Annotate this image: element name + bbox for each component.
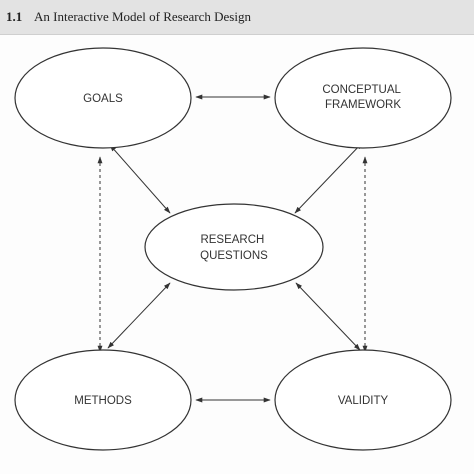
arrow-questions-methods — [107, 282, 171, 349]
goals-node — [14, 47, 192, 149]
figure-caption-bar: 1.1 An Interactive Model of Research Des… — [0, 0, 474, 35]
validity-node — [274, 349, 452, 451]
questions-label-line-2: QUESTIONS — [200, 250, 268, 262]
validity-label-line-1: VALIDITY — [338, 395, 389, 407]
arrow-goals-questions — [109, 144, 171, 214]
goals-label: GOALS — [83, 93, 123, 105]
methods-label-line-1: METHODS — [74, 395, 132, 407]
framework-label-line-1: CONCEPTUAL — [322, 84, 401, 96]
framework-label: CONCEPTUAL FRAMEWORK — [322, 84, 403, 111]
figure-title: An Interactive Model of Research Design — [34, 9, 251, 24]
arrow-questions-validity — [295, 282, 361, 351]
methods-label: METHODS — [74, 395, 132, 407]
validity-label: VALIDITY — [338, 395, 389, 407]
framework-node — [274, 47, 452, 149]
methods-node — [14, 349, 192, 451]
questions-label-line-1: RESEARCH — [200, 234, 264, 246]
questions-label: RESEARCH QUESTIONS — [200, 234, 268, 262]
framework-label-line-2: FRAMEWORK — [325, 99, 401, 111]
questions-node — [144, 203, 324, 291]
arrow-framework-questions — [294, 142, 363, 214]
goals-label-line-1: GOALS — [83, 93, 123, 105]
figure-number: 1.1 — [6, 9, 23, 24]
